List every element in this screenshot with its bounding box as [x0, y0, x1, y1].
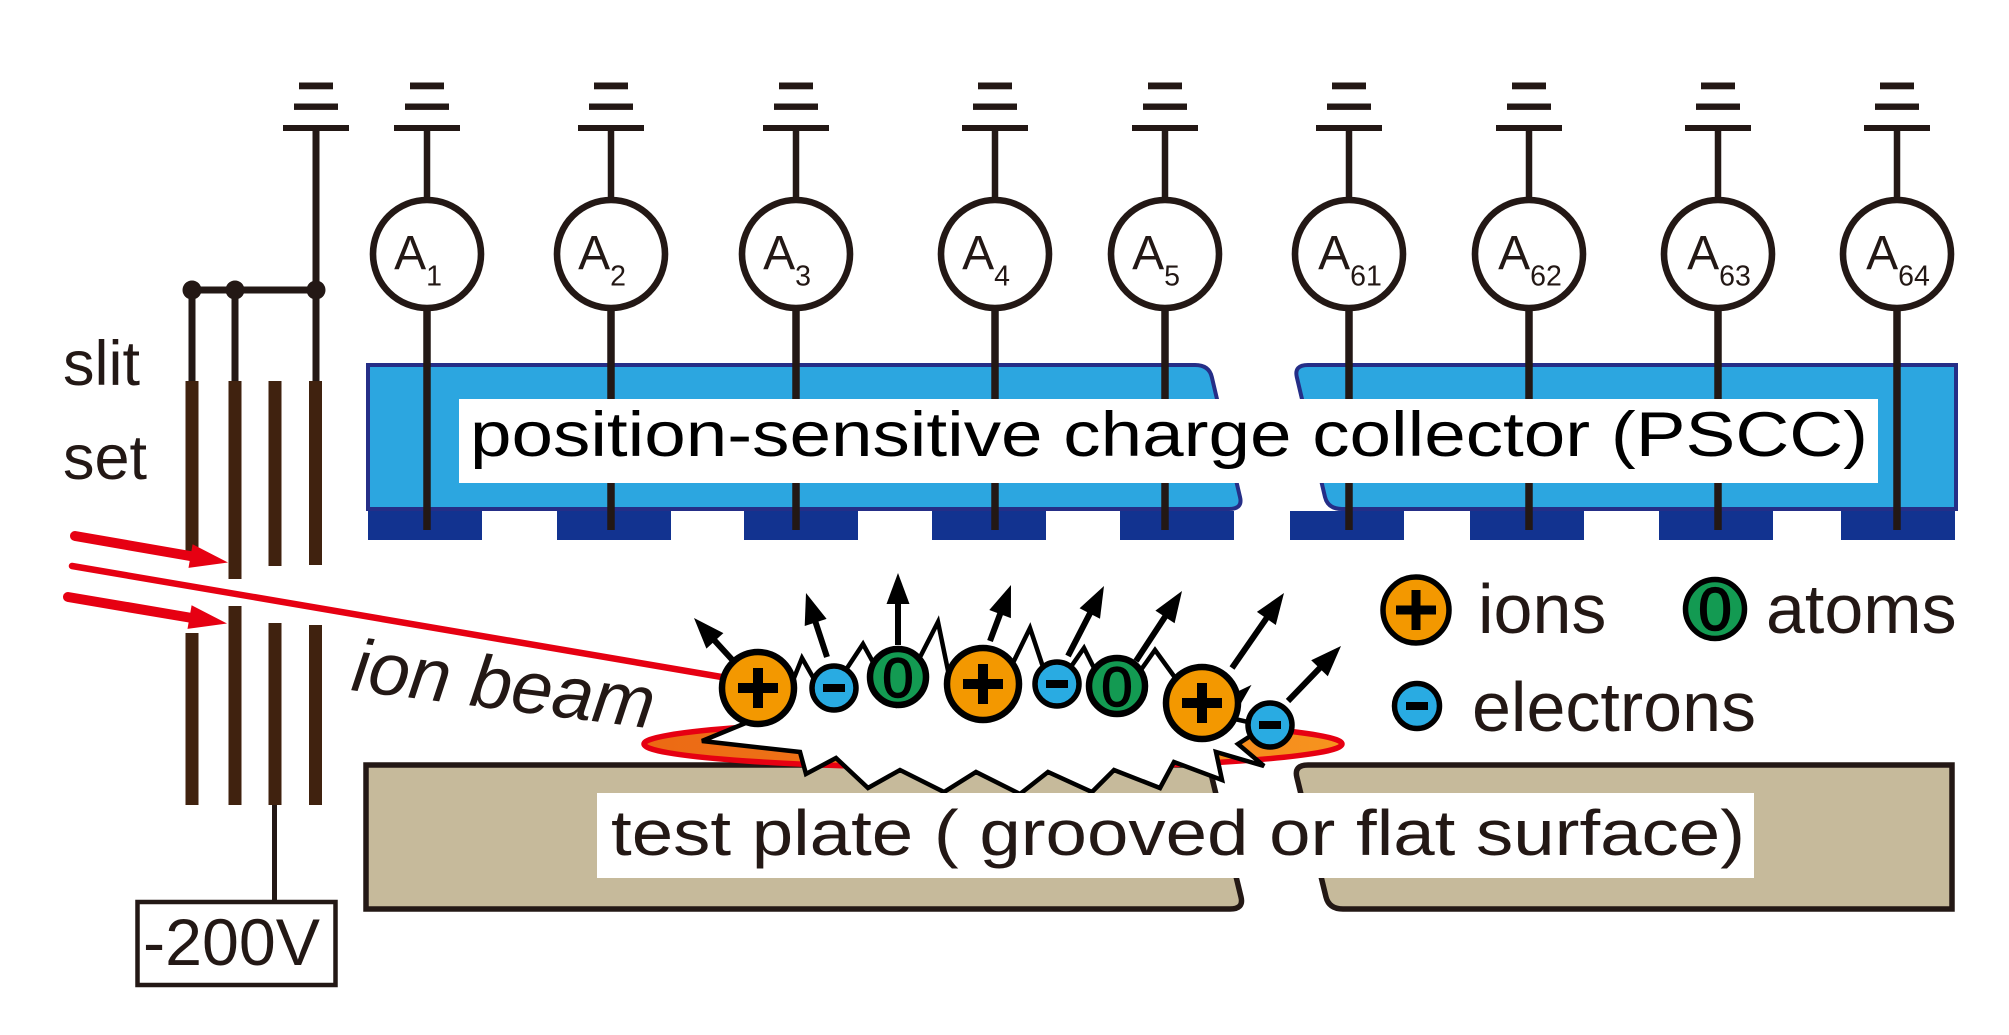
- svg-text:ions: ions: [1478, 570, 1606, 648]
- svg-text:set: set: [63, 423, 148, 493]
- svg-text:slit: slit: [63, 329, 140, 399]
- svg-text:atoms: atoms: [1766, 570, 1957, 648]
- svg-text:electrons: electrons: [1472, 668, 1756, 746]
- svg-text:position-sensitive charge coll: position-sensitive charge collector (PSC…: [470, 400, 1868, 470]
- svg-text:-200V: -200V: [143, 905, 320, 979]
- svg-text:test plate ( grooved or flat s: test plate ( grooved or flat surface): [611, 797, 1745, 869]
- svg-text:0: 0: [1101, 655, 1132, 718]
- svg-text:0: 0: [1698, 576, 1731, 643]
- svg-text:ion beam: ion beam: [348, 624, 660, 745]
- svg-text:0: 0: [882, 646, 913, 709]
